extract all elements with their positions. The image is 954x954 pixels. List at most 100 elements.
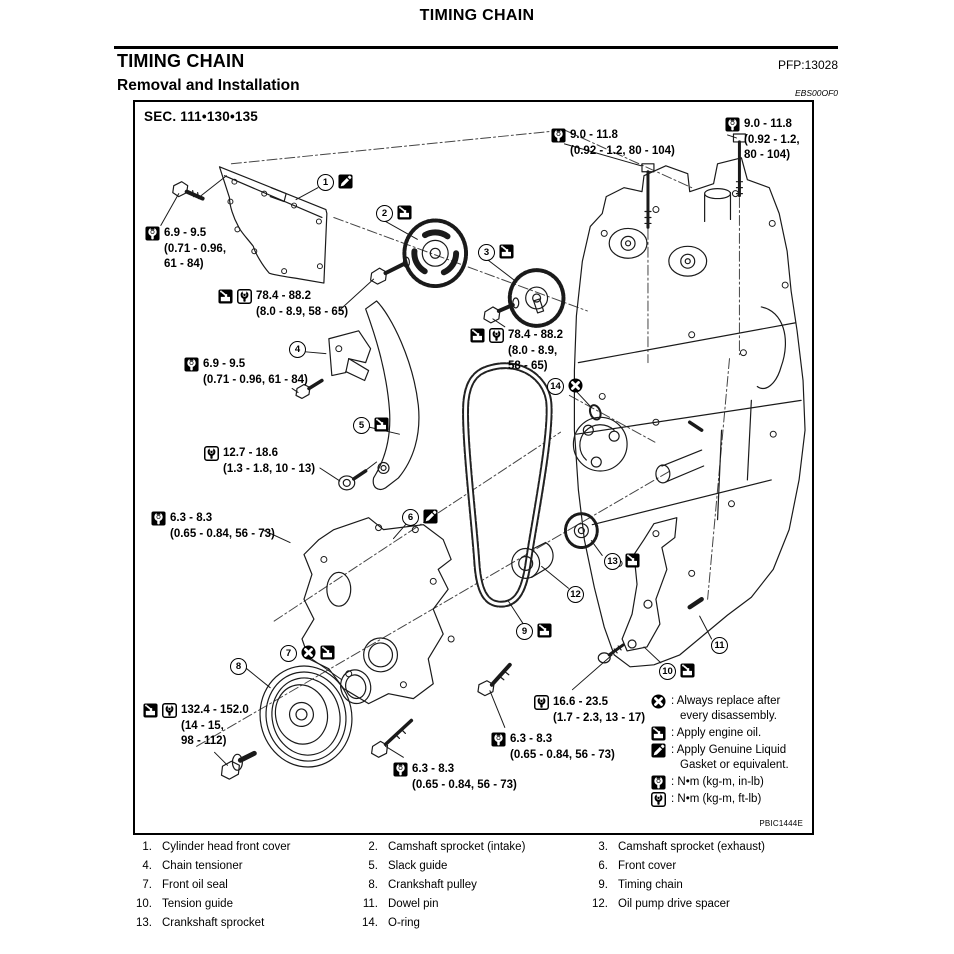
torque-line: 78.4 - 88.2 <box>256 290 311 302</box>
parts-column-2: 2.Camshaft sprocket (intake) 5. Slack guid… <box>346 838 525 933</box>
legend-row: : N•m (kg-m, in-lb) <box>651 775 813 790</box>
replace-icon <box>568 378 583 393</box>
oil-icon <box>320 645 335 660</box>
part-label: Front cover <box>618 860 677 872</box>
parts-list-item: 13.Crankshaft sprocket <box>120 914 290 933</box>
oil-icon <box>143 703 158 718</box>
torque-values: 78.4 - 88.2(8.0 - 8.9,58 - 65) <box>508 328 563 375</box>
legend-line: : N•m (kg-m, in-lb) <box>671 776 764 788</box>
part-number: 2. <box>368 841 378 853</box>
front-cover-part <box>301 517 455 705</box>
torque-callout: 6.9 - 9.5(0.71 - 0.96,61 - 84) <box>145 226 226 273</box>
parts-list-item: 9.Timing chain <box>576 876 765 895</box>
page-title: TIMING CHAIN <box>419 7 535 24</box>
figure-code: PBIC1444E <box>759 819 803 828</box>
part-marker-slack-guide: 5 <box>353 417 389 434</box>
oil-icon <box>218 289 233 304</box>
torque-callout: 78.4 - 88.2(8.0 - 8.9, 58 - 65) <box>218 289 348 320</box>
part-number: 8. <box>368 879 378 891</box>
legend-text: : Apply engine oil. <box>671 726 761 741</box>
torque-line: (1.7 - 2.3, 13 - 17) <box>553 711 646 724</box>
part-label: Chain tensioner <box>162 860 243 872</box>
torque-line: 98 - 112) <box>181 735 227 747</box>
torque-values: 132.4 - 152.0(14 - 15,98 - 112) <box>181 703 249 750</box>
torque-values: 12.7 - 18.6(1.3 - 1.8, 10 - 13) <box>223 446 315 477</box>
sec-label: SEC. 111•130•135 <box>144 109 258 124</box>
subsection-title: Removal and Installation <box>117 77 300 94</box>
torque-line: (0.65 - 0.84, 56 - 73) <box>510 748 615 761</box>
marker-number: 10 <box>659 663 676 680</box>
header-rule <box>114 46 838 49</box>
part-label: Tension guide <box>162 898 233 910</box>
part-label: Front oil seal <box>162 879 228 891</box>
marker-number: 1 <box>317 174 334 191</box>
torque-line: (0.71 - 0.96, <box>164 242 227 255</box>
legend-row: : Apply engine oil. <box>651 726 813 741</box>
legend-line: : Apply Genuine Liquid <box>671 744 787 756</box>
torque-line: 9.0 - 11.8 <box>744 118 792 130</box>
part-number: 9. <box>598 879 608 891</box>
torque-line: 6.3 - 8.3 <box>412 763 455 775</box>
part-number: 6. <box>598 860 608 872</box>
part-label: Slack guide <box>388 860 448 872</box>
torque-line: 78.4 - 88.2 <box>508 329 563 341</box>
parts-list-item: 1.Cylinder head front cover <box>120 838 290 857</box>
marker-number: 8 <box>230 658 247 675</box>
parts-list-item: 6. Front cover <box>576 857 765 876</box>
parts-list-item: 2.Camshaft sprocket (intake) <box>346 838 525 857</box>
gasket-icon <box>651 743 666 758</box>
part-label: O-ring <box>388 917 420 929</box>
torque-line: 61 - 84) <box>164 258 204 270</box>
oil-icon <box>499 244 514 259</box>
oil-pump-drive-spacer-part <box>511 541 554 579</box>
parts-list-item: 11.Dowel pin <box>346 895 525 914</box>
torque-ftlb-icon <box>651 792 666 807</box>
part-marker-chain-tensioner: 4 <box>289 341 306 358</box>
torque-line: (0.65 - 0.84, 56 - 73) <box>170 527 275 540</box>
part-label: Camshaft sprocket (exhaust) <box>618 841 766 853</box>
torque-ftlb-icon <box>489 328 504 343</box>
part-marker-crankshaft-pulley: 8 <box>230 658 247 675</box>
front-oil-seal-part <box>340 669 372 705</box>
torque-callout: 12.7 - 18.6(1.3 - 1.8, 10 - 13) <box>204 446 315 477</box>
torque-line: 16.6 - 23.5 <box>553 696 608 708</box>
torque-inlb-icon <box>184 357 199 372</box>
section-title: TIMING CHAIN <box>117 51 245 71</box>
torque-line: (14 - 15, <box>181 719 224 732</box>
marker-number: 4 <box>289 341 306 358</box>
torque-values: 9.0 - 11.8(0.92 - 1.2,80 - 104) <box>744 117 800 164</box>
gasket-icon <box>338 174 353 189</box>
part-marker-oil-pump-drive-spacer: 12 <box>567 586 584 603</box>
legend-row: : N•m (kg-m, ft-lb) <box>651 792 813 807</box>
oil-icon <box>625 553 640 568</box>
part-number: 1. <box>142 841 152 853</box>
legend-text: : N•m (kg-m, ft-lb) <box>671 792 761 807</box>
torque-callout: 16.6 - 23.5 (1.7 - 2.3, 13 - 17) <box>534 695 645 726</box>
crankshaft-sprocket-part <box>563 512 599 550</box>
torque-callout: 78.4 - 88.2(8.0 - 8.9,58 - 65) <box>470 328 563 375</box>
part-marker-crankshaft-sprocket: 13 <box>604 553 640 570</box>
crankshaft-pulley-part <box>259 665 353 768</box>
torque-values: 16.6 - 23.5 (1.7 - 2.3, 13 - 17) <box>553 695 645 726</box>
part-number: 12. <box>592 898 608 910</box>
marker-number: 9 <box>516 623 533 640</box>
part-label: Crankshaft pulley <box>388 879 477 891</box>
oil-icon <box>470 328 485 343</box>
torque-line: (8.0 - 8.9, <box>508 344 558 357</box>
torque-line: (0.65 - 0.84, 56 - 73) <box>412 778 517 791</box>
torque-line: 9.0 - 11.8 <box>570 129 618 141</box>
torque-ftlb-icon <box>237 289 252 304</box>
torque-values: 6.3 - 8.3 (0.65 - 0.84, 56 - 73) <box>412 762 517 793</box>
part-number: 5. <box>368 860 378 872</box>
torque-callout: 132.4 - 152.0(14 - 15,98 - 112) <box>143 703 249 750</box>
marker-number: 14 <box>547 378 564 395</box>
part-marker-timing-chain: 9 <box>516 623 552 640</box>
